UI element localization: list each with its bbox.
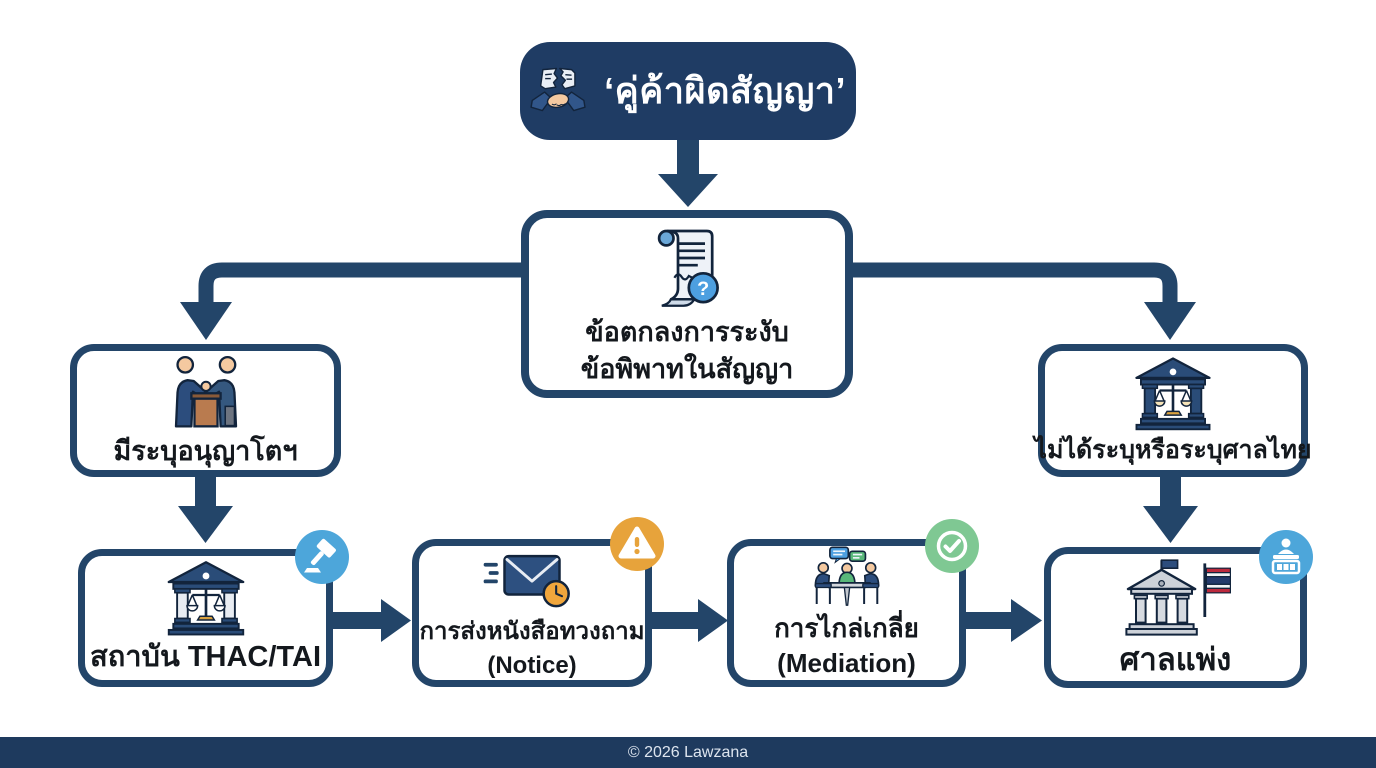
mail-clock-icon (483, 555, 570, 608)
courthouse-scales-icon (167, 561, 244, 636)
node-thai-court-clause: ไม่ได้ระบุหรือระบุศาลไทย (1034, 344, 1312, 477)
node-dispute-agreement-line1: ข้อตกลงการระงับ (585, 317, 789, 348)
arrow-agreement-to-arbitration (180, 262, 527, 340)
node-breach-label: ‘คู่ค้าผิดสัญญา’ (604, 70, 846, 112)
broken-contract-handshake-icon (530, 67, 586, 111)
arrow-court-to-civil (1143, 476, 1198, 543)
thai-courthouse-flag-icon (1124, 558, 1231, 636)
judge-badge-icon (1259, 530, 1313, 584)
mediation-discussion-icon (814, 546, 879, 606)
node-notice-label-line1: การส่งหนังสือทวงถาม (419, 618, 645, 646)
check-badge-icon (925, 519, 979, 573)
node-mediation: การไกล่เกลี่ย (Mediation) (727, 539, 966, 687)
node-civil-court-label: ศาลแพ่ง (1119, 641, 1232, 677)
svg-text:?: ? (697, 278, 709, 300)
courthouse-scales-icon (1135, 357, 1211, 430)
node-thac-institute: สถาบัน THAC/TAI (78, 549, 333, 687)
node-arbitration-clause-label: มีระบุอนุญาโตฯ (113, 435, 298, 466)
node-notice-label-line2: (Notice) (487, 651, 577, 679)
node-dispute-agreement: ? ข้อตกลงการระงับ ข้อพิพาทในสัญญา (521, 210, 853, 398)
handshake-meeting-icon (174, 355, 237, 428)
node-thac-institute-label: สถาบัน THAC/TAI (90, 641, 321, 674)
node-civil-court: ศาลแพ่ง (1044, 547, 1307, 688)
gavel-badge-icon (295, 530, 349, 584)
node-arbitration-clause: มีระบุอนุญาโตฯ (70, 344, 341, 477)
arrow-title-to-agreement (658, 139, 718, 207)
arrow-agreement-to-court (849, 262, 1196, 340)
node-breach-of-contract: ‘คู่ค้าผิดสัญญา’ (520, 42, 856, 140)
arrow-mediation-to-civil (964, 599, 1042, 642)
node-dispute-agreement-line2: ข้อพิพาทในสัญญา (580, 354, 794, 384)
arrow-thac-to-notice (332, 599, 411, 642)
contract-question-icon: ? (657, 229, 719, 307)
footer-bar: © 2026 Lawzana (0, 737, 1376, 768)
node-notice-letter: การส่งหนังสือทวงถาม (Notice) (412, 539, 652, 687)
node-mediation-label-line2: (Mediation) (777, 648, 916, 679)
arrow-arbitration-to-thac (178, 476, 233, 543)
warning-badge-icon (610, 517, 664, 571)
node-thai-court-clause-label: ไม่ได้ระบุหรือระบุศาลไทย (1034, 435, 1312, 464)
node-mediation-label-line1: การไกล่เกลี่ย (774, 612, 919, 643)
arrow-notice-to-mediation (651, 599, 728, 642)
thai-flag (1205, 567, 1231, 594)
copyright-text: © 2026 Lawzana (627, 743, 749, 761)
